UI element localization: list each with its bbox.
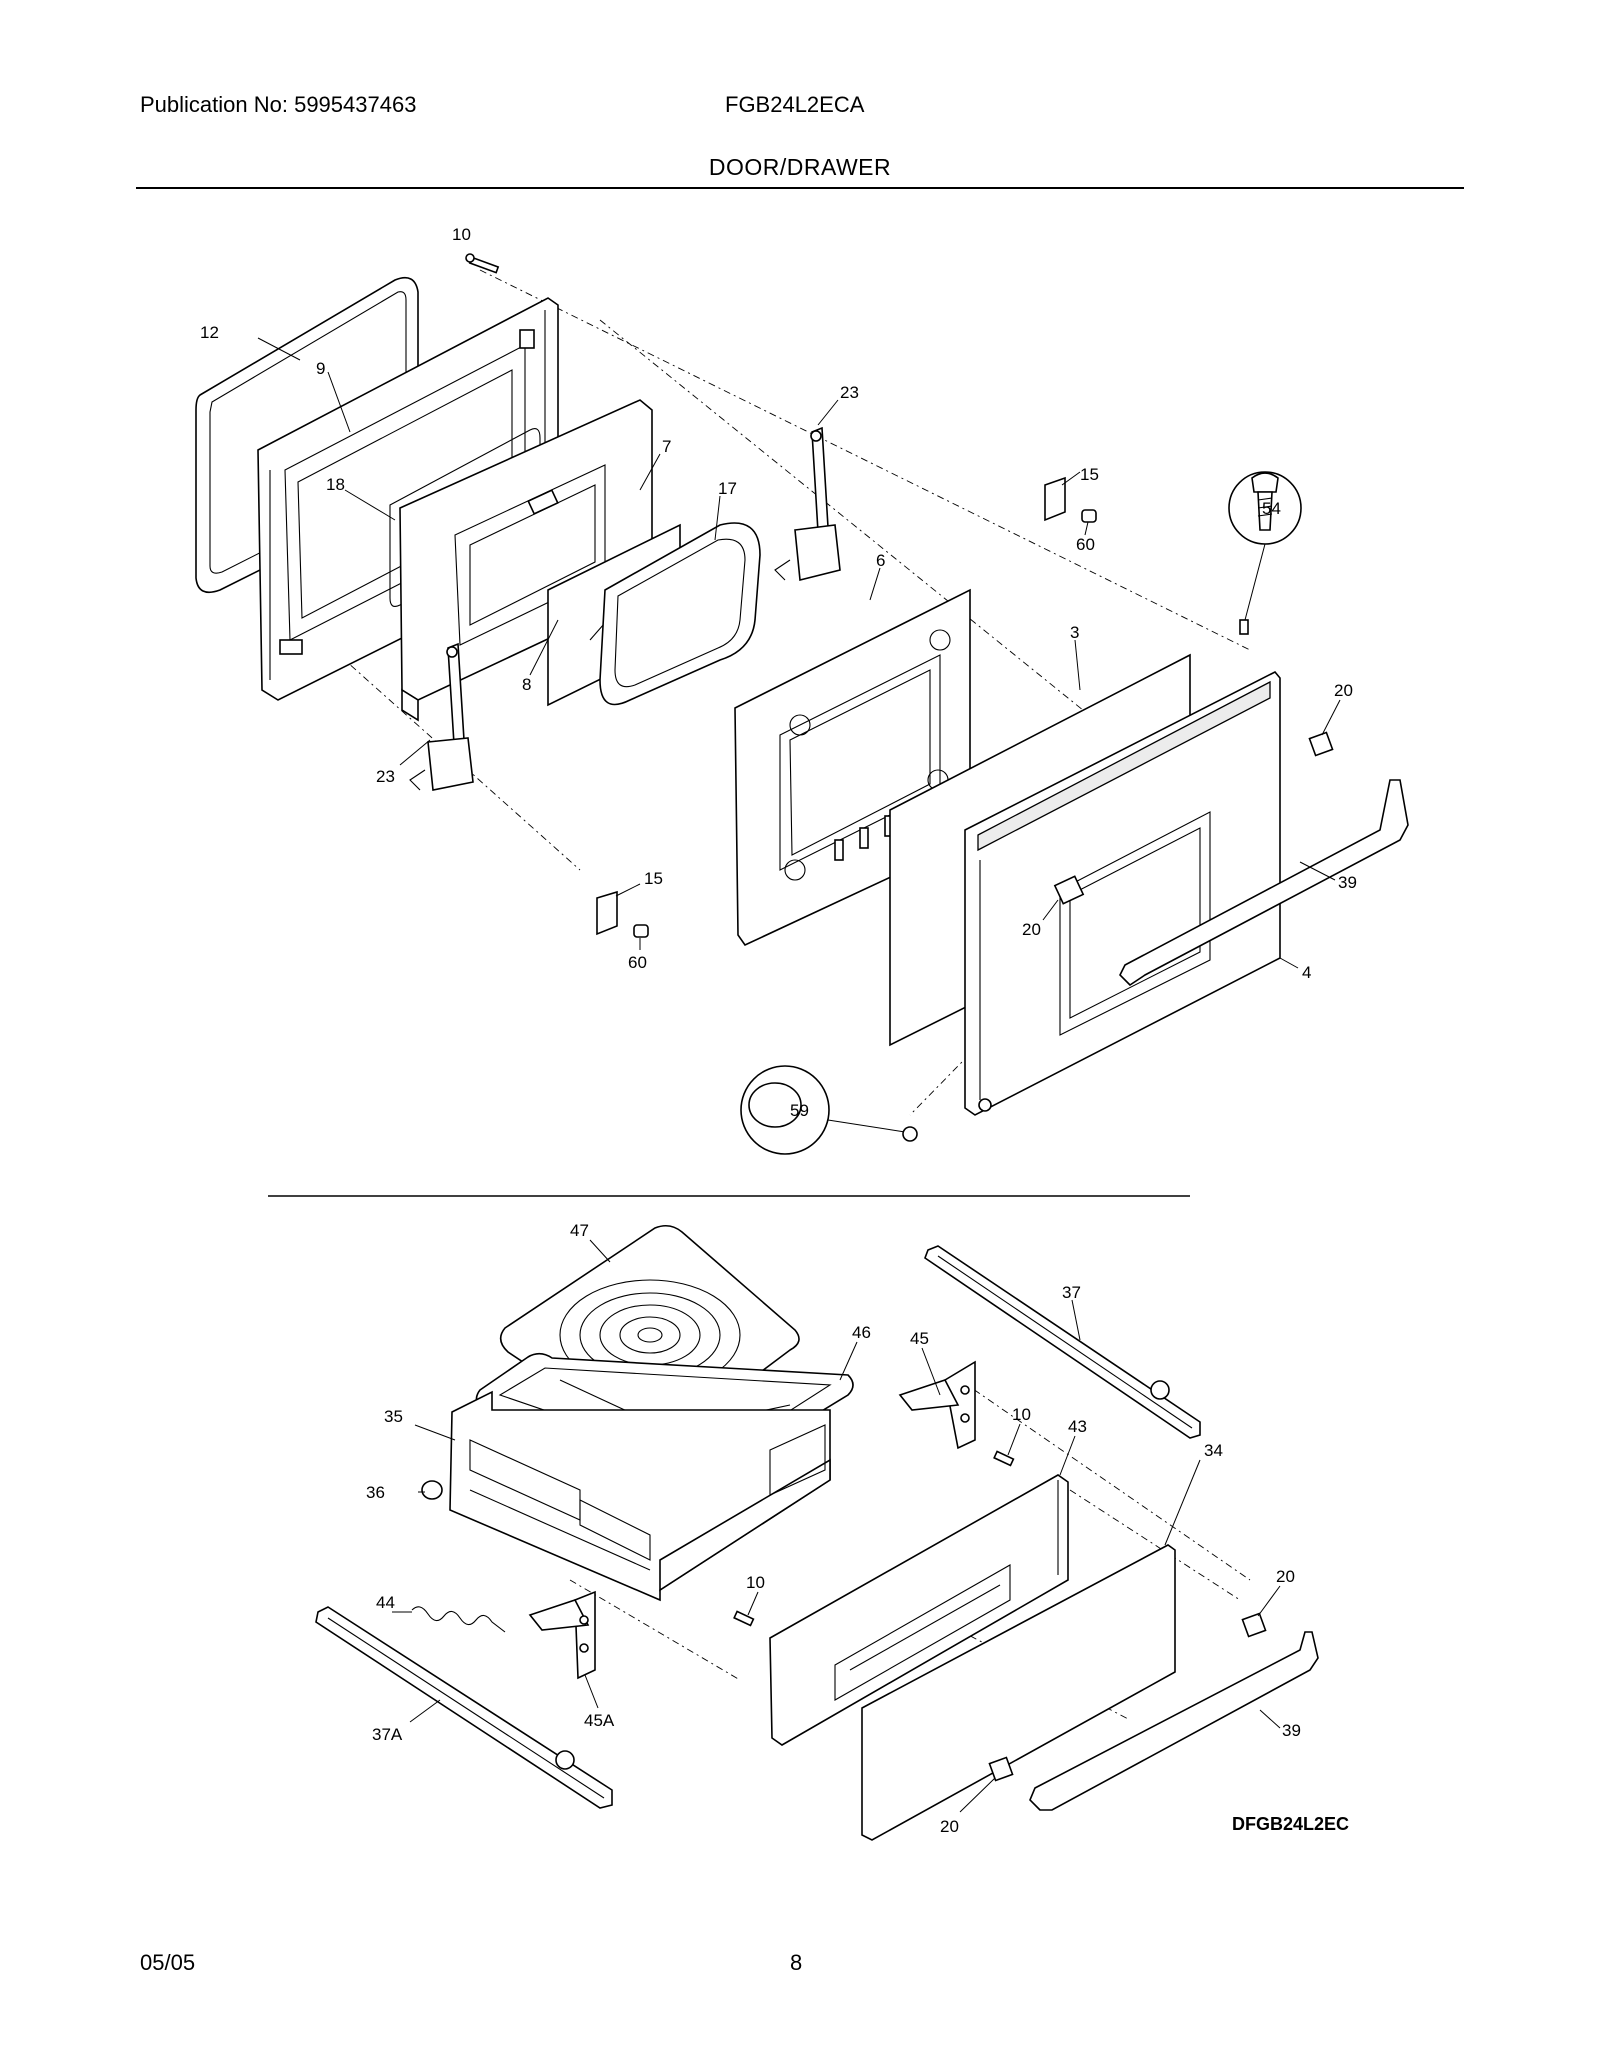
- glass-seal-17: [599, 522, 761, 706]
- callout-4: 4: [1302, 963, 1311, 982]
- header-rule: [136, 187, 1464, 189]
- callout-6: 6: [876, 551, 885, 570]
- callout-15-top: 15: [1080, 465, 1099, 484]
- footer-date: 05/05: [140, 1950, 196, 1975]
- callout-44: 44: [376, 1593, 395, 1612]
- door-section: [195, 253, 1409, 1155]
- outer-door-4: [964, 670, 1281, 1116]
- callout-15-bottom: 15: [644, 869, 663, 888]
- callout-37: 37: [1062, 1283, 1081, 1302]
- clip-20-drawer-bottom: [988, 1756, 1014, 1782]
- callout-20-drawer-bottom: 20: [940, 1817, 959, 1836]
- clip-20-door-right: [1308, 731, 1334, 757]
- callout-60-bottom: 60: [628, 953, 647, 972]
- publication-number: Publication No: 5995437463: [140, 92, 417, 117]
- clip-20-drawer-right: [1241, 1612, 1267, 1638]
- drawer-bracket-45a: [528, 1590, 596, 1680]
- drawer-rail-37a: [315, 1606, 613, 1809]
- callout-10-drawer-right: 10: [1012, 1405, 1031, 1424]
- callout-labels: 10 12 9 18 7 17 8 23 23 15 60 54 6 3 20 …: [200, 225, 1357, 1836]
- callout-8: 8: [522, 675, 531, 694]
- callout-39-door: 39: [1338, 873, 1357, 892]
- drawer-body-35: [449, 1390, 831, 1602]
- drawer-front-34: [861, 1544, 1176, 1841]
- callout-54: 54: [1262, 499, 1281, 518]
- callout-17: 17: [718, 479, 737, 498]
- callout-45a: 45A: [584, 1711, 615, 1730]
- bracket-15-top: [1044, 476, 1097, 523]
- callout-37a: 37A: [372, 1725, 403, 1744]
- door-handle-39: [1119, 779, 1409, 987]
- callout-59: 59: [790, 1101, 809, 1120]
- callout-36: 36: [366, 1483, 385, 1502]
- callout-46: 46: [852, 1323, 871, 1342]
- screw-54-detail: [1228, 471, 1302, 635]
- door-liner-9: [257, 297, 559, 701]
- callout-3: 3: [1070, 623, 1079, 642]
- screw-10-drawer-left: [733, 1610, 755, 1627]
- callout-10: 10: [452, 225, 471, 244]
- callout-60-top: 60: [1076, 535, 1095, 554]
- callout-43: 43: [1068, 1417, 1087, 1436]
- callout-34: 34: [1204, 1441, 1223, 1460]
- callout-20-center: 20: [1022, 920, 1041, 939]
- drawer-bumper-36: [421, 1480, 443, 1500]
- callout-20-right: 20: [1334, 681, 1353, 700]
- screw-10-top: [465, 253, 500, 274]
- section-title: DOOR/DRAWER: [708, 154, 892, 180]
- callout-35: 35: [384, 1407, 403, 1426]
- callout-20-drawer-right: 20: [1276, 1567, 1295, 1586]
- model-number: FGB24L2ECA: [725, 92, 865, 117]
- plug-59-detail: [740, 1065, 918, 1155]
- spring-44: [411, 1606, 506, 1633]
- callout-39-drawer: 39: [1282, 1721, 1301, 1740]
- drawer-frame-43: [769, 1474, 1069, 1746]
- drawer-handle-39: [1029, 1631, 1319, 1811]
- door-hinge-23-top: [774, 426, 841, 582]
- callout-45: 45: [910, 1329, 929, 1348]
- bracket-15-bottom: [596, 890, 649, 938]
- callout-10-drawer-left: 10: [746, 1573, 765, 1592]
- callout-47: 47: [570, 1221, 589, 1240]
- door-hinge-23-bottom: [409, 642, 474, 791]
- drawer-bracket-45: [898, 1360, 976, 1450]
- drawer-rail-37: [924, 1245, 1201, 1439]
- callout-18: 18: [326, 475, 345, 494]
- callout-7: 7: [662, 437, 671, 456]
- page-number: 8: [790, 1950, 803, 1975]
- diagram-code: DFGB24L2EC: [1232, 1814, 1349, 1834]
- callout-23-top: 23: [840, 383, 859, 402]
- callout-12: 12: [200, 323, 219, 342]
- callout-9: 9: [316, 359, 325, 378]
- drawer-section: [315, 1224, 1319, 1841]
- callout-23-bottom: 23: [376, 767, 395, 786]
- screw-10-drawer-right: [993, 1450, 1015, 1467]
